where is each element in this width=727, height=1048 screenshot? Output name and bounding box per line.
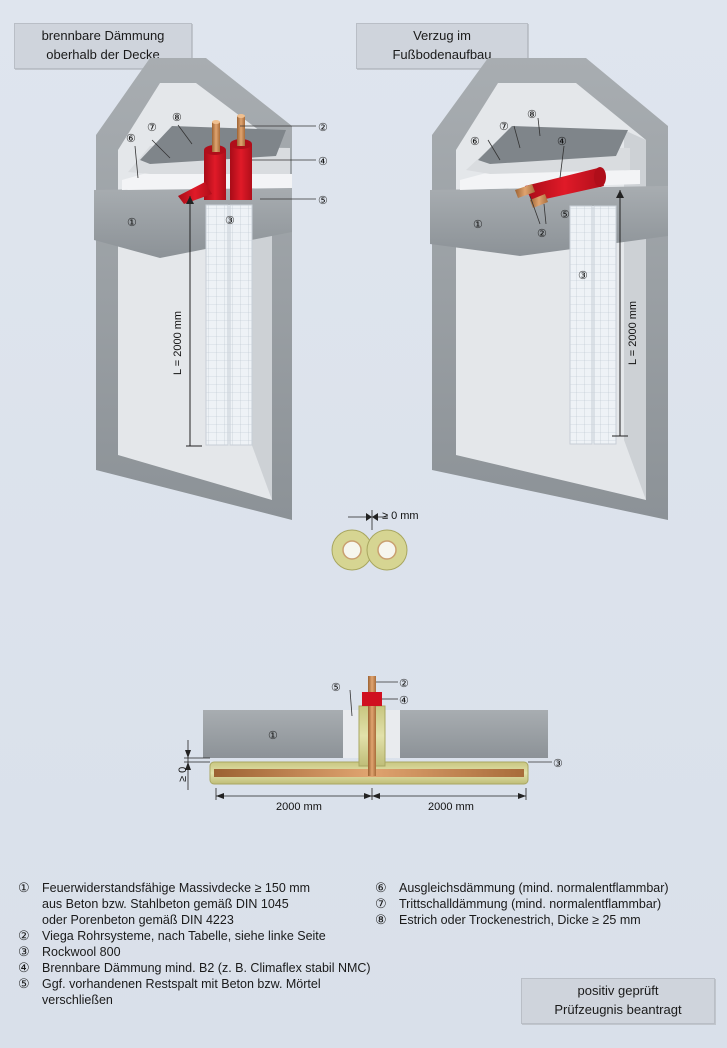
left-illustration: L = 2000 mm ⑥ ⑦ ⑧ ② ④ ⑤ ① ③ (94, 58, 328, 520)
caption-left: brennbare Dämmung oberhalb der Decke (14, 23, 192, 69)
legend-num-4: ④ (18, 960, 30, 975)
legend-item-1-line1: Feuerwiderstandsfähige Massivdecke ≥ 150… (42, 881, 311, 895)
legend-left: ① Feuerwiderstandsfähige Massivdecke ≥ 1… (18, 880, 378, 1008)
legend-item-1-line2: aus Beton bzw. Stahlbeton gemäß DIN 1045 (42, 897, 289, 911)
section-red-sleeve (362, 692, 382, 706)
caption-right-line2: Fußbodenaufbau (392, 47, 492, 62)
left-marker-8: ⑧ (172, 112, 182, 124)
right-screed (478, 126, 628, 164)
right-marker-3: ③ (578, 270, 588, 282)
legend-item-5: ⑤ Ggf. vorhandenen Restspalt mit Beton b… (18, 976, 378, 1008)
legend-item-3: ③ Rockwool 800 (18, 944, 378, 960)
legend-num-5: ⑤ (18, 976, 30, 991)
right-marker-6: ⑥ (470, 136, 480, 148)
section-marker-4: ④ (399, 695, 409, 707)
legend-num-8: ⑧ (375, 912, 387, 927)
right-marker-8: ⑧ (527, 109, 537, 121)
left-marker-1: ① (127, 217, 137, 229)
right-copper-pipe-a (515, 184, 535, 198)
legend-right: ⑥ Ausgleichsdämmung (mind. normalentflam… (375, 880, 720, 928)
span-right-label: 2000 mm (428, 801, 474, 813)
right-marker-4: ④ (557, 136, 567, 148)
longitudinal-section: 2000 mm 2000 mm ≥ 0 ① ⑤ ② ④ ③ (177, 676, 563, 813)
left-copper-pipe-a (212, 122, 220, 152)
status-line2: Prüfzeugnis beantragt (554, 1002, 682, 1017)
legend-item-7-line1: Trittschalldämmung (mind. normalentflamm… (399, 897, 662, 911)
right-marker-7: ⑦ (499, 121, 509, 133)
section-gap-label: ≥ 0 (177, 767, 189, 782)
legend-item-2: ② Viega Rohrsysteme, nach Tabelle, siehe… (18, 928, 378, 944)
right-marker-2: ② (537, 228, 547, 240)
legend-item-8-line1: Estrich oder Trockenestrich, Dicke ≥ 25 … (399, 913, 641, 927)
legend-item-5-line1: Ggf. vorhandenen Restspalt mit Beton bzw… (42, 977, 321, 991)
right-marker-5: ⑤ (560, 209, 570, 221)
section-marker-5: ⑤ (331, 682, 341, 694)
legend-num-6: ⑥ (375, 880, 387, 895)
left-red-branch (178, 182, 212, 204)
left-marker-3: ③ (225, 215, 235, 227)
legend-item-7: ⑦ Trittschalldämmung (mind. normalentfla… (375, 896, 720, 912)
caption-right-line1: Verzug im (413, 28, 471, 43)
section-marker-1: ① (268, 730, 278, 742)
span-left-label: 2000 mm (276, 801, 322, 813)
left-marker-6: ⑥ (126, 133, 136, 145)
left-rockwool-b (229, 204, 253, 446)
right-illustration: L = 2000 mm ⑥ ⑦ ⑧ ④ ⑤ ② ① ③ (430, 58, 668, 520)
section-slab-left (203, 710, 343, 758)
legend-item-2-line1: Viega Rohrsysteme, nach Tabelle, siehe l… (42, 929, 326, 943)
status-box: positiv geprüft Prüfzeugnis beantragt (521, 978, 715, 1024)
left-marker-4: ④ (318, 156, 328, 168)
legend-item-5-line2: verschließen (42, 993, 113, 1007)
right-marker-1: ① (473, 219, 483, 231)
left-rockwool-a (205, 204, 229, 446)
section-marker-3: ③ (553, 758, 563, 770)
legend-item-4: ④ Brennbare Dämmung mind. B2 (z. B. Clim… (18, 960, 378, 976)
left-length-label: L = 2000 mm (172, 311, 184, 375)
caption-left-line1: brennbare Dämmung (41, 28, 165, 43)
legend-item-1: ① Feuerwiderstandsfähige Massivdecke ≥ 1… (18, 880, 378, 928)
left-red-insulation-b (230, 144, 252, 200)
left-red-insulation-a (204, 150, 226, 200)
right-rockwool-b (593, 205, 617, 445)
left-marker-2: ② (318, 122, 328, 134)
gap-label: ≥ 0 mm (382, 510, 419, 522)
right-copper-pipe-b (530, 194, 548, 208)
section-gap-right (385, 710, 400, 758)
legend-num-2: ② (18, 928, 30, 943)
section-slab-right (400, 710, 548, 758)
legend-item-6-line1: Ausgleichsdämmung (mind. normalentflammb… (399, 881, 669, 895)
legend-num-7: ⑦ (375, 896, 387, 911)
legend-num-1: ① (18, 880, 30, 895)
right-rockwool-a (569, 205, 593, 445)
legend-item-1-line3: oder Porenbeton gemäß DIN 4223 (42, 913, 234, 927)
left-copper-pipe-b (237, 116, 245, 146)
legend-item-4-line1: Brennbare Dämmung mind. B2 (z. B. Climaf… (42, 961, 371, 975)
legend-item-8: ⑧ Estrich oder Trockenestrich, Dicke ≥ 2… (375, 912, 720, 928)
caption-left-line2: oberhalb der Decke (46, 47, 160, 62)
section-marker-2: ② (399, 678, 409, 690)
caption-right: Verzug im Fußbodenaufbau (356, 23, 528, 69)
section-gap-left (343, 710, 359, 758)
pipe-cross-section: ≥ 0 mm (331, 510, 419, 571)
section-vertical-pipe (368, 676, 376, 776)
left-marker-5: ⑤ (318, 195, 328, 207)
legend-num-3: ③ (18, 944, 30, 959)
status-line1: positiv geprüft (577, 983, 659, 998)
right-red-insulation (525, 168, 604, 202)
legend-item-6: ⑥ Ausgleichsdämmung (mind. normalentflam… (375, 880, 720, 896)
left-marker-7: ⑦ (147, 122, 157, 134)
right-length-label: L = 2000 mm (627, 301, 639, 365)
legend-item-3-line1: Rockwool 800 (42, 945, 121, 959)
